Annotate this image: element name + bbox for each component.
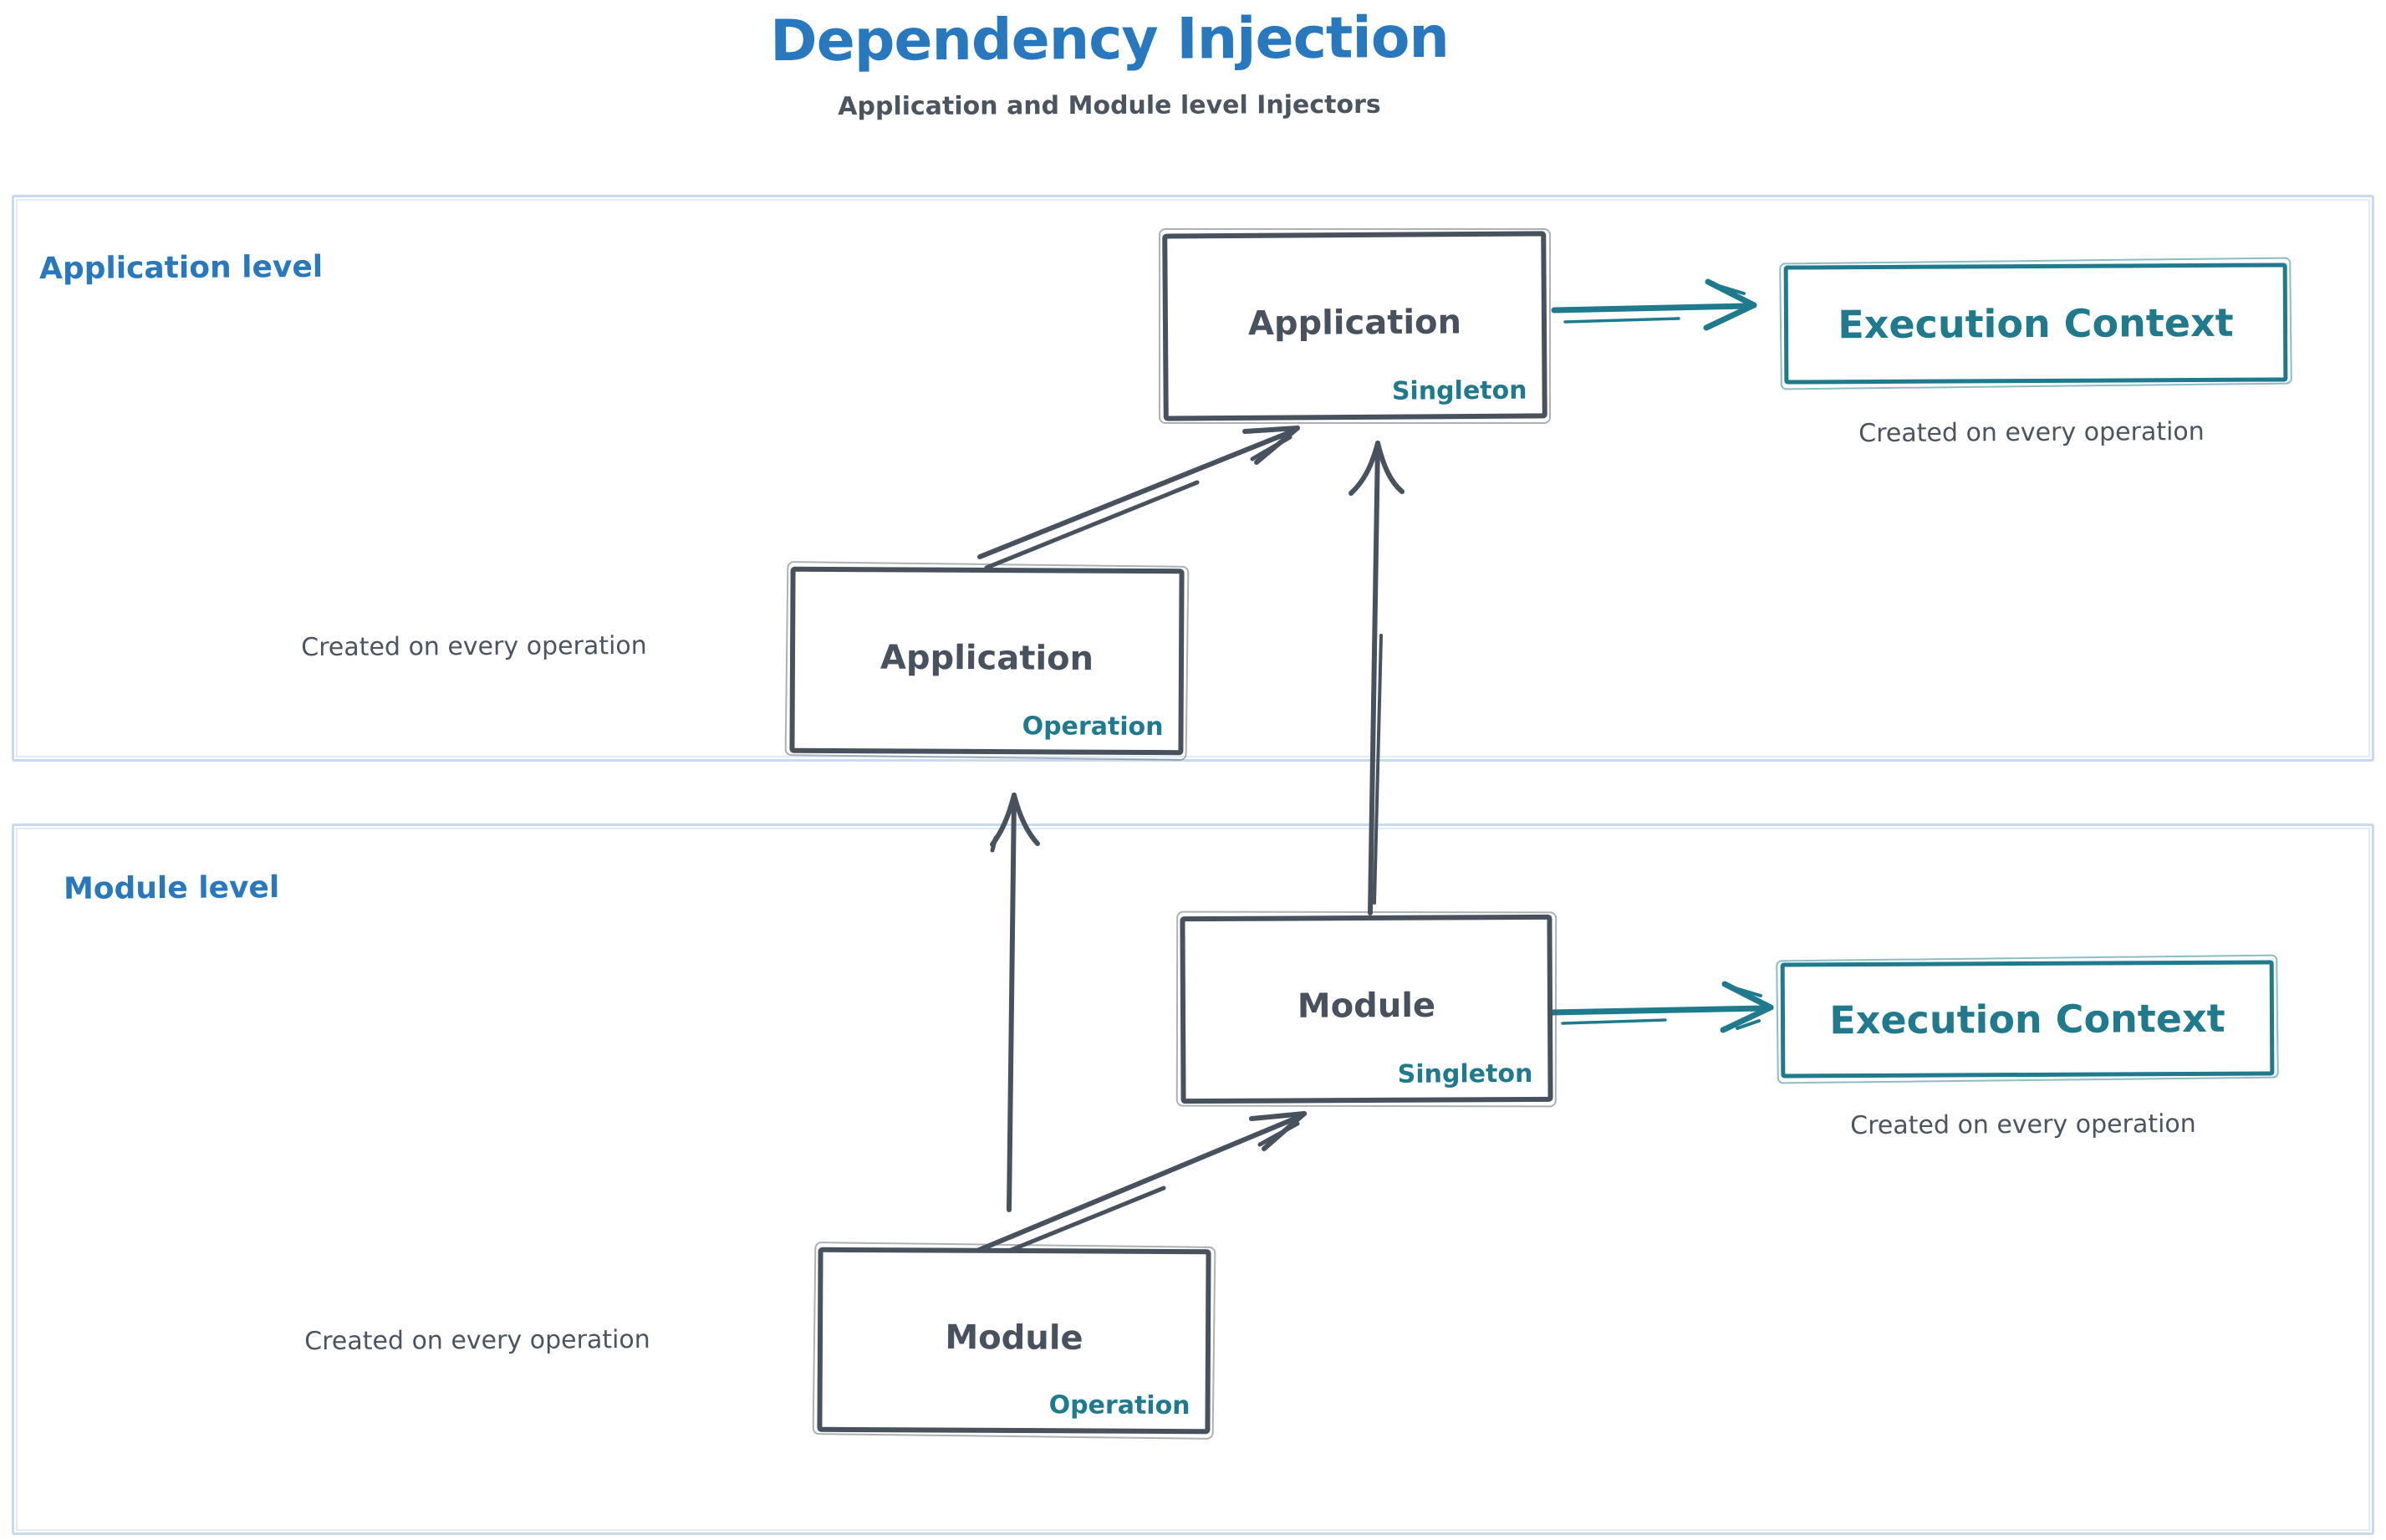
node-app-execution-context: Execution Context: [1783, 263, 2288, 385]
node-badge-operation: Operation: [1022, 711, 1164, 742]
node-application-operation: Application Operation: [789, 566, 1185, 756]
application-level-container: [12, 195, 2374, 762]
caption-app-operation: Created on every operation: [301, 630, 647, 663]
diagram-header: Dependency Injection Application and Mod…: [691, 4, 1527, 122]
execution-context-title: Execution Context: [1838, 299, 2234, 348]
page-title: Dependency Injection: [769, 4, 1450, 75]
caption-module-execution-context: Created on every operation: [1850, 1109, 2196, 1141]
node-badge-operation: Operation: [1048, 1390, 1190, 1421]
node-module-execution-context: Execution Context: [1780, 960, 2275, 1079]
node-title: Application: [879, 638, 1094, 678]
node-title: Module: [1297, 986, 1436, 1026]
execution-context-title: Execution Context: [1829, 995, 2225, 1043]
module-level-container: [12, 824, 2374, 1535]
node-title: Application: [1247, 303, 1462, 344]
node-module-operation: Module Operation: [817, 1247, 1211, 1435]
module-level-label: Module level: [63, 870, 280, 906]
node-badge-singleton: Singleton: [1391, 375, 1527, 406]
caption-app-execution-context: Created on every operation: [1858, 416, 2205, 449]
page-subtitle: Application and Module level Injectors: [838, 89, 1381, 122]
node-application-singleton: Application Singleton: [1162, 231, 1547, 421]
node-badge-singleton: Singleton: [1397, 1058, 1533, 1089]
application-level-label: Application level: [38, 249, 324, 287]
node-title: Module: [945, 1318, 1083, 1358]
node-module-singleton: Module Singleton: [1180, 914, 1553, 1104]
caption-module-operation: Created on every operation: [304, 1324, 650, 1357]
